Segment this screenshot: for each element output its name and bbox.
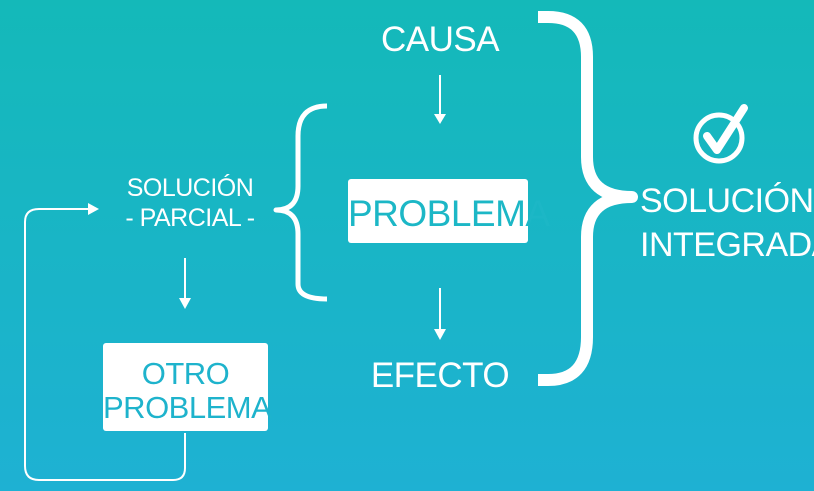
otro-problema-line-1: OTRO	[141, 356, 230, 391]
arrow-down-icon	[179, 258, 191, 309]
arrow-down-icon	[434, 288, 446, 340]
problema-label: PROBLEMA	[348, 193, 550, 234]
arrow-right-icon	[88, 203, 99, 215]
efecto-label: EFECTO	[370, 356, 510, 395]
solucion-parcial-line-2: - PARCIAL -	[125, 204, 255, 232]
curly-brace-icon	[538, 11, 638, 386]
loop-arrow	[24, 203, 186, 481]
curly-brace-icon	[273, 103, 328, 302]
causa-label: CAUSA	[380, 20, 500, 59]
check-circle-icon	[693, 104, 748, 164]
solucion-integrada-line-1: SOLUCIÓN	[640, 182, 814, 220]
solucion-parcial-line-1: SOLUCIÓN	[126, 174, 254, 202]
arrow-down-icon	[434, 75, 446, 124]
solucion-integrada-line-2: INTEGRADA	[640, 226, 814, 264]
otro-problema-line-2: PROBLEMA	[103, 390, 272, 425]
otro-problema-box: OTRO PROBLEMA	[103, 343, 272, 431]
problema-box: PROBLEMA	[348, 179, 550, 243]
